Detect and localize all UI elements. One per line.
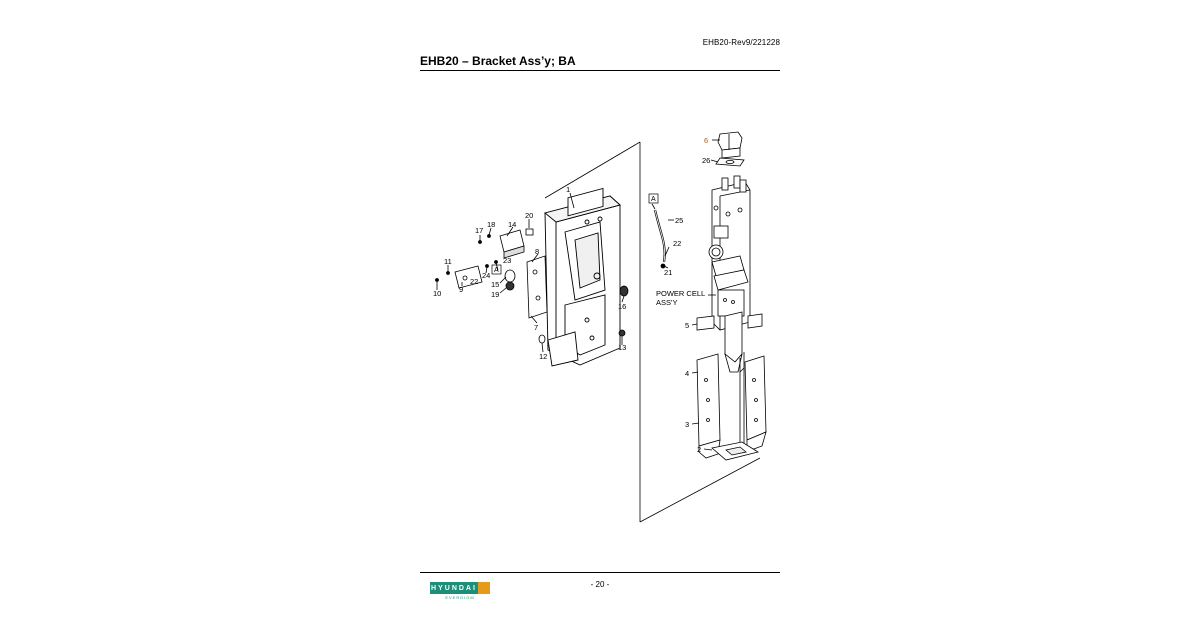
callout-a-left: A bbox=[494, 267, 499, 274]
wear-plate-5-right bbox=[747, 313, 763, 329]
power-cell-label-line2: ASS'Y bbox=[656, 298, 677, 307]
washer-15 bbox=[504, 269, 516, 283]
document-reference: EHB20-Rev9/221228 bbox=[702, 38, 780, 47]
callout-a-right: A bbox=[651, 196, 656, 203]
cap-6 bbox=[717, 131, 743, 159]
wear-plate-5-left bbox=[696, 315, 715, 331]
side-plate-left bbox=[696, 353, 721, 459]
footer-rule bbox=[420, 572, 780, 573]
divider-top-line bbox=[544, 141, 641, 199]
logo-accent bbox=[478, 582, 490, 594]
logo-subtext: EVERDIGM bbox=[445, 595, 475, 600]
power-cell-body bbox=[708, 175, 751, 331]
washer-26 bbox=[715, 157, 745, 167]
side-plate bbox=[526, 255, 548, 319]
callout-2: 2 bbox=[697, 445, 701, 454]
nut-19 bbox=[505, 281, 515, 291]
callout-26: 26 bbox=[702, 156, 710, 165]
callout-17: 17 bbox=[475, 226, 483, 235]
label-box-a-left bbox=[491, 264, 502, 275]
callout-22-right: 22 bbox=[673, 239, 681, 248]
power-cell-label-line1: POWER CELL bbox=[656, 289, 705, 298]
callout-3: 3 bbox=[685, 420, 689, 429]
callout-6: 6 bbox=[704, 136, 708, 145]
callout-8: 8 bbox=[535, 247, 539, 256]
part-13 bbox=[618, 329, 626, 337]
hose-25 bbox=[653, 209, 666, 263]
callout-22-left: 22 bbox=[470, 277, 478, 286]
divider-bottom-line bbox=[639, 457, 761, 523]
callout-21: 21 bbox=[664, 268, 672, 277]
callout-24: 24 bbox=[482, 271, 490, 280]
callout-1: 1 bbox=[566, 185, 570, 194]
part-12 bbox=[538, 334, 546, 344]
callout-14: 14 bbox=[508, 220, 516, 229]
callout-25: 25 bbox=[675, 216, 683, 225]
callout-20: 20 bbox=[525, 211, 533, 220]
hyundai-everdigm-logo: HYUNDAI EVERDIGM bbox=[430, 582, 490, 600]
callout-11: 11 bbox=[444, 257, 452, 266]
bracket-body bbox=[544, 187, 621, 367]
callout-12: 12 bbox=[539, 352, 547, 361]
callout-5: 5 bbox=[685, 321, 689, 330]
header-rule bbox=[420, 70, 780, 71]
side-plate-right bbox=[744, 355, 767, 451]
callout-16: 16 bbox=[618, 302, 626, 311]
callout-19: 19 bbox=[491, 290, 499, 299]
callout-7: 7 bbox=[534, 323, 538, 332]
callout-15: 15 bbox=[491, 280, 499, 289]
callout-18: 18 bbox=[487, 220, 495, 229]
page-number: - 20 - bbox=[590, 580, 610, 589]
callout-13: 13 bbox=[618, 343, 626, 352]
part-14-block bbox=[499, 229, 525, 259]
part-20 bbox=[525, 228, 534, 236]
page-title: EHB20 – Bracket Ass’y; BA bbox=[420, 54, 576, 68]
chisel bbox=[724, 311, 745, 455]
callout-23: 23 bbox=[503, 256, 511, 265]
label-box-a-right bbox=[648, 193, 659, 204]
logo-wordmark: HYUNDAI bbox=[430, 582, 478, 594]
callout-4: 4 bbox=[685, 369, 689, 378]
part-16 bbox=[619, 285, 629, 297]
callout-10: 10 bbox=[433, 289, 441, 298]
callout-9: 9 bbox=[459, 285, 463, 294]
